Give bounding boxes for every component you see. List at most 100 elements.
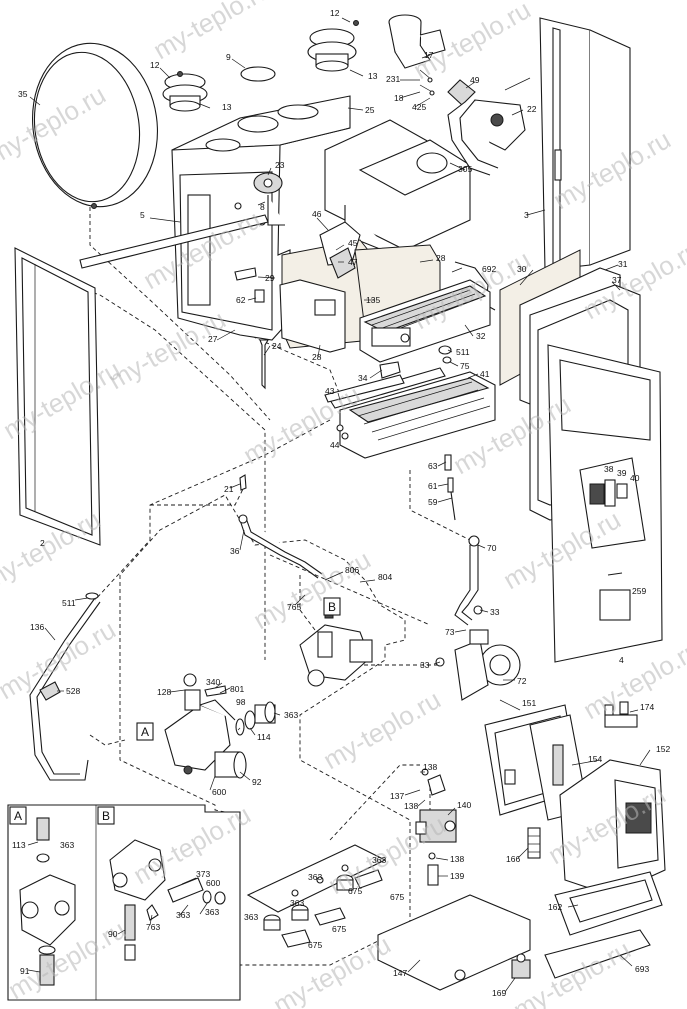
- callout-label: 600: [206, 878, 220, 888]
- callout-label: 45: [348, 238, 358, 248]
- flow-pipe-70: [454, 535, 480, 626]
- callout-label: 138: [450, 854, 464, 864]
- front-plate-inner: [569, 879, 653, 923]
- part-169: [511, 953, 531, 979]
- callout-label: 169: [492, 988, 506, 998]
- terminal-166: [527, 827, 541, 859]
- callout-label: 12: [150, 60, 160, 70]
- dashed-connectors: [39, 200, 471, 841]
- callout-label: 693: [635, 964, 649, 974]
- callout-label: 98: [236, 697, 246, 707]
- callout-label: 47: [348, 257, 358, 267]
- expansion-vessel: [32, 42, 158, 209]
- box-label-a: A: [141, 725, 149, 739]
- valve-assembly-b: [299, 609, 373, 687]
- clip-340: [204, 685, 227, 697]
- callout-label: 137: [390, 791, 404, 801]
- callout-label: 363: [205, 907, 219, 917]
- heat-exchanger: [359, 279, 491, 363]
- callout-label: 62: [236, 295, 246, 305]
- label-box-a: [136, 722, 154, 741]
- callout-label: 114: [257, 732, 271, 742]
- callout-label: 692: [482, 264, 496, 274]
- callout-label: 72: [517, 676, 527, 686]
- callout-label: 59: [428, 497, 438, 507]
- callout-label: 136: [30, 622, 44, 632]
- callout-label: 21: [224, 484, 234, 494]
- combustion-chamber: [324, 119, 472, 256]
- callout-label: 44: [330, 440, 340, 450]
- callout-label: 801: [230, 684, 244, 694]
- callout-label: 63: [428, 461, 438, 471]
- callout-label: 49: [470, 75, 480, 85]
- callout-label: 363: [372, 855, 386, 865]
- callout-label: 12: [330, 8, 340, 18]
- callout-label: 166: [506, 854, 520, 864]
- pcb-components: [552, 744, 564, 786]
- callout-label: 4: [619, 655, 624, 665]
- callout-label: 511: [456, 347, 470, 357]
- burner: [329, 367, 496, 459]
- callout-label: 154: [588, 754, 602, 764]
- fitting-139: [427, 864, 439, 886]
- callout-label: 36: [230, 546, 240, 556]
- callout-label: 9: [226, 52, 231, 62]
- callout-label: 39: [617, 468, 627, 478]
- callout-label: 33: [420, 660, 430, 670]
- callout-label: 37: [612, 275, 622, 285]
- callout-label: 174: [640, 702, 654, 712]
- seal-33: [473, 605, 483, 615]
- callout-label: 138: [423, 762, 437, 772]
- callout-label: 305: [458, 164, 472, 174]
- callout-label: 675: [348, 886, 362, 896]
- display-assembly: [589, 479, 628, 507]
- door-latch: [504, 769, 516, 785]
- callout-label: 38: [604, 464, 614, 474]
- pump: [454, 629, 521, 701]
- callout-label: 140: [457, 800, 471, 810]
- callout-label: 363: [244, 912, 258, 922]
- callout-label: 75: [460, 361, 470, 371]
- callout-label: 425: [412, 102, 426, 112]
- callout-label: 24: [272, 341, 282, 351]
- callout-label: 41: [480, 369, 490, 379]
- flue-cap-right: [307, 20, 359, 72]
- fittings-98-114: [235, 701, 276, 736]
- callout-label: 231: [386, 74, 400, 84]
- fan: [253, 172, 285, 226]
- callout-label: 23: [275, 160, 285, 170]
- callout-label: 91: [20, 966, 30, 976]
- callout-label: 135: [366, 295, 380, 305]
- callout-label: 340: [206, 677, 220, 687]
- inset-label-b: B: [102, 809, 110, 823]
- callout-label: 806: [345, 565, 359, 575]
- callout-label: 31: [618, 259, 628, 269]
- callout-label: 32: [476, 331, 486, 341]
- callout-label: 259: [632, 586, 646, 596]
- callout-label: 151: [522, 698, 536, 708]
- gas-valve-140: [415, 774, 457, 843]
- inset-label-a: A: [14, 809, 22, 823]
- connection-kit: [246, 844, 387, 948]
- injector-44b: [341, 432, 349, 440]
- callout-label: 8: [260, 202, 265, 212]
- gas-burner-assembly: [279, 221, 373, 353]
- inset-a-valve: [19, 817, 76, 986]
- callout-label: 528: [66, 686, 80, 696]
- right-side-panel: [539, 17, 631, 271]
- air-pressure-switch: [447, 99, 526, 176]
- callout-label: 3: [524, 210, 529, 220]
- inset-b-valve: [109, 839, 226, 961]
- callout-label: 34: [358, 373, 368, 383]
- part-21: [239, 474, 247, 491]
- gas-inlet: [454, 969, 466, 981]
- fitting-34: [379, 361, 401, 379]
- mounting-rail: [79, 214, 269, 269]
- flue-cap-left: [162, 71, 208, 112]
- nut-511: [438, 345, 452, 355]
- callout-label: 27: [208, 334, 218, 344]
- callout-label: 511: [62, 598, 76, 608]
- leader-lines: [27, 17, 651, 993]
- callout-label: 363: [60, 840, 74, 850]
